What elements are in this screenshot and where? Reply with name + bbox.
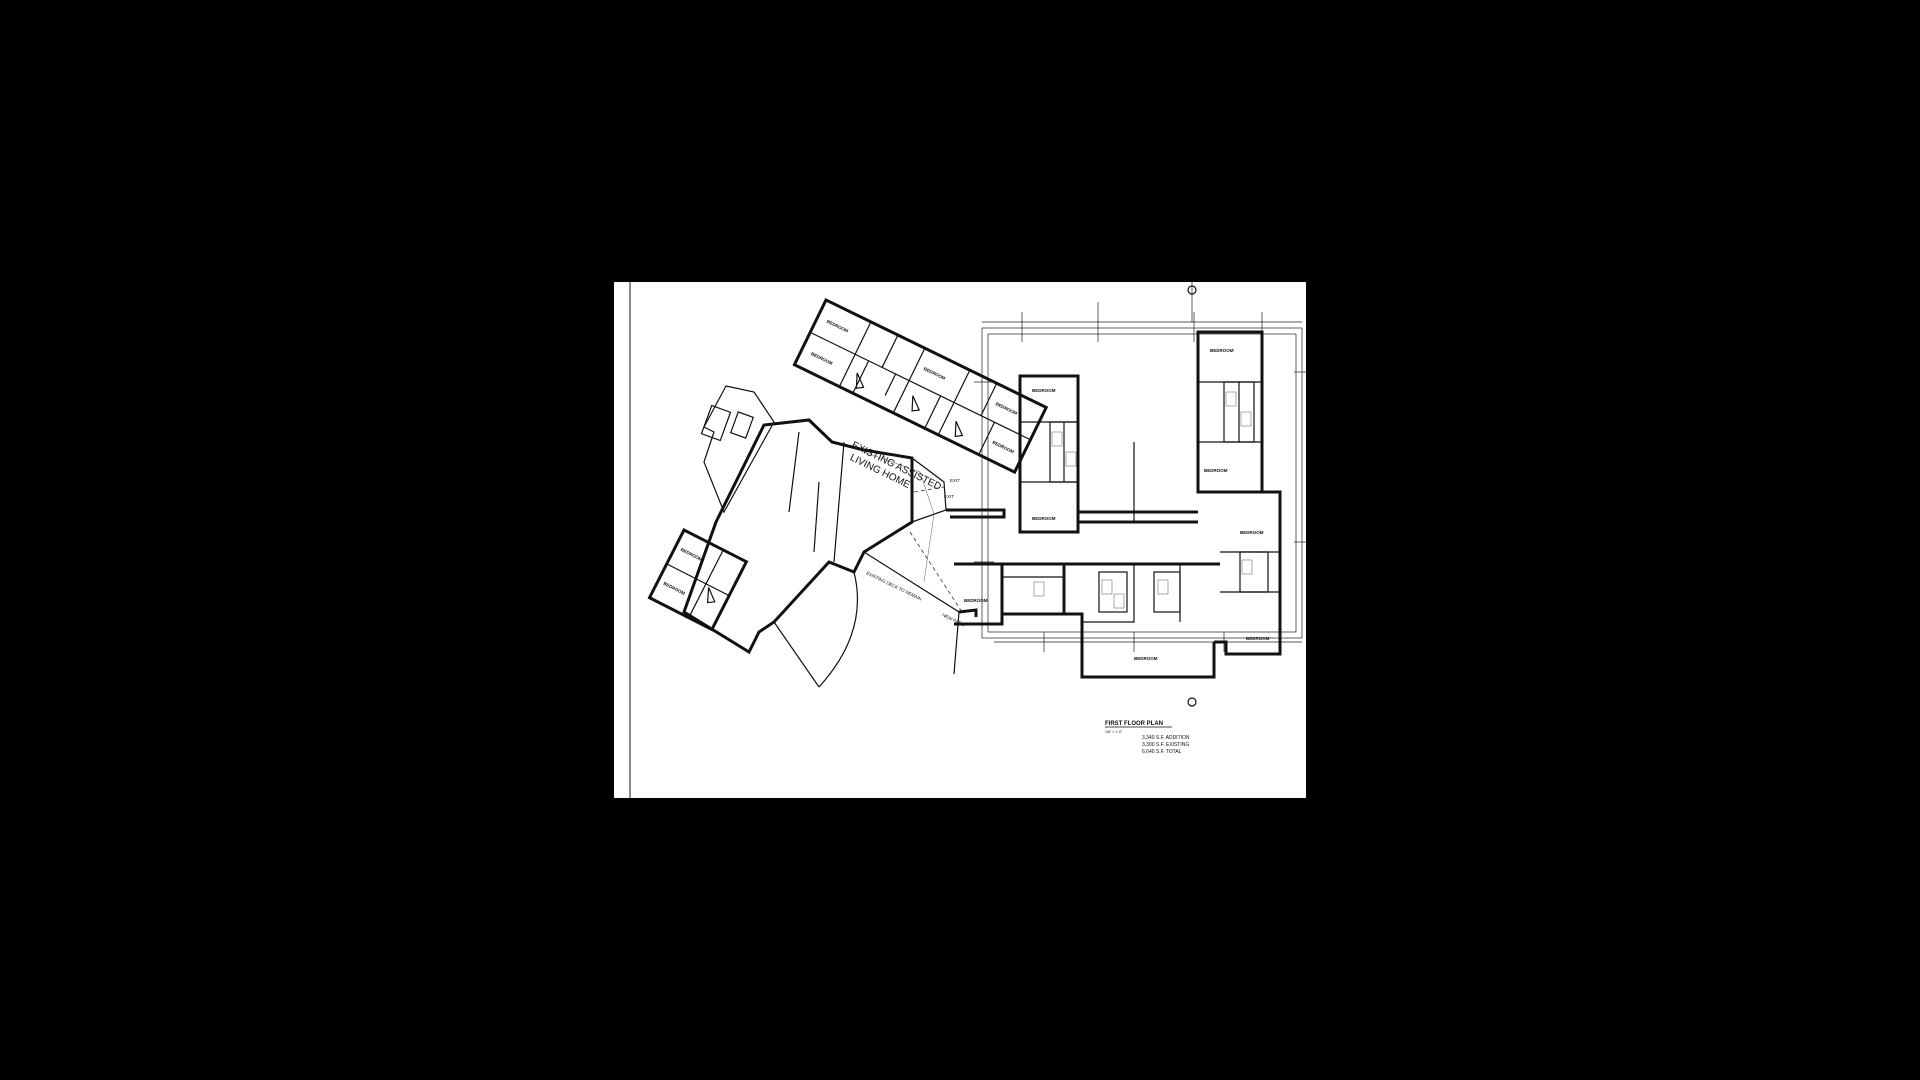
- room-label-bedroom: BEDROOM: [995, 401, 1019, 416]
- existing-building: BEDROOM BEDROOM BEDROOM BEDROOM BEDROOM …: [647, 297, 1049, 688]
- room-label-bedroom: BEDROOM: [923, 366, 947, 381]
- room-label-bedroom: BEDROOM: [1204, 468, 1228, 473]
- room-label-bedroom: BEDROOM: [964, 598, 988, 603]
- room-label-bedroom: BEDROOM: [680, 547, 703, 562]
- room-label-bedroom: BEDROOM: [992, 440, 1016, 455]
- area-existing: 3,300 S.F. EXISTING: [1142, 742, 1189, 748]
- section-marker-icon: [1187, 697, 1197, 707]
- room-label-bedroom: BEDROOM: [810, 351, 834, 366]
- plan-title-block: FIRST FLOOR PLAN 1/8" = 1'-0" 3,340 S.F.…: [1105, 721, 1190, 755]
- connector-corridor: [946, 508, 1006, 519]
- room-label-bedroom: BEDROOM: [826, 319, 850, 334]
- room-label-bedroom: BEDROOM: [1032, 516, 1056, 521]
- deck-label: EXISTING DECK TO REMAIN: [866, 570, 923, 601]
- area-addition: 3,340 S.F. ADDITION: [1142, 735, 1190, 741]
- addition-left-pod: [1018, 374, 1080, 534]
- room-label-bedroom: BEDROOM: [1032, 388, 1056, 393]
- plan-scale: 1/8" = 1'-0": [1105, 730, 1123, 734]
- room-label-bedroom: BEDROOM: [1134, 656, 1158, 661]
- floor-plan-drawing: BEDROOM BEDROOM BEDROOM BEDROOM BEDROOM …: [629, 282, 1306, 798]
- addition-lower-right-pod: [1214, 490, 1282, 656]
- drawing-sheet: BEDROOM BEDROOM BEDROOM BEDROOM BEDROOM …: [614, 282, 1306, 798]
- room-label-bedroom: BEDROOM: [663, 581, 686, 596]
- existing-upper-wing: [792, 297, 1049, 475]
- exit-label: EXIT: [944, 494, 954, 499]
- plan-title: FIRST FLOOR PLAN: [1105, 721, 1163, 727]
- room-label-bedroom: BEDROOM: [1246, 636, 1270, 641]
- patio-label: NEW PATIO: [942, 612, 967, 627]
- area-total: 6,640 S.F. TOTAL: [1142, 749, 1182, 755]
- new-addition: BEDROOM BEDROOM BEDROOM BEDROOM BEDROOM …: [954, 282, 1306, 707]
- exit-label: EXIT: [950, 478, 960, 483]
- room-label-bedroom: BEDROOM: [1210, 348, 1234, 353]
- room-label-bedroom: BEDROOM: [1240, 530, 1264, 535]
